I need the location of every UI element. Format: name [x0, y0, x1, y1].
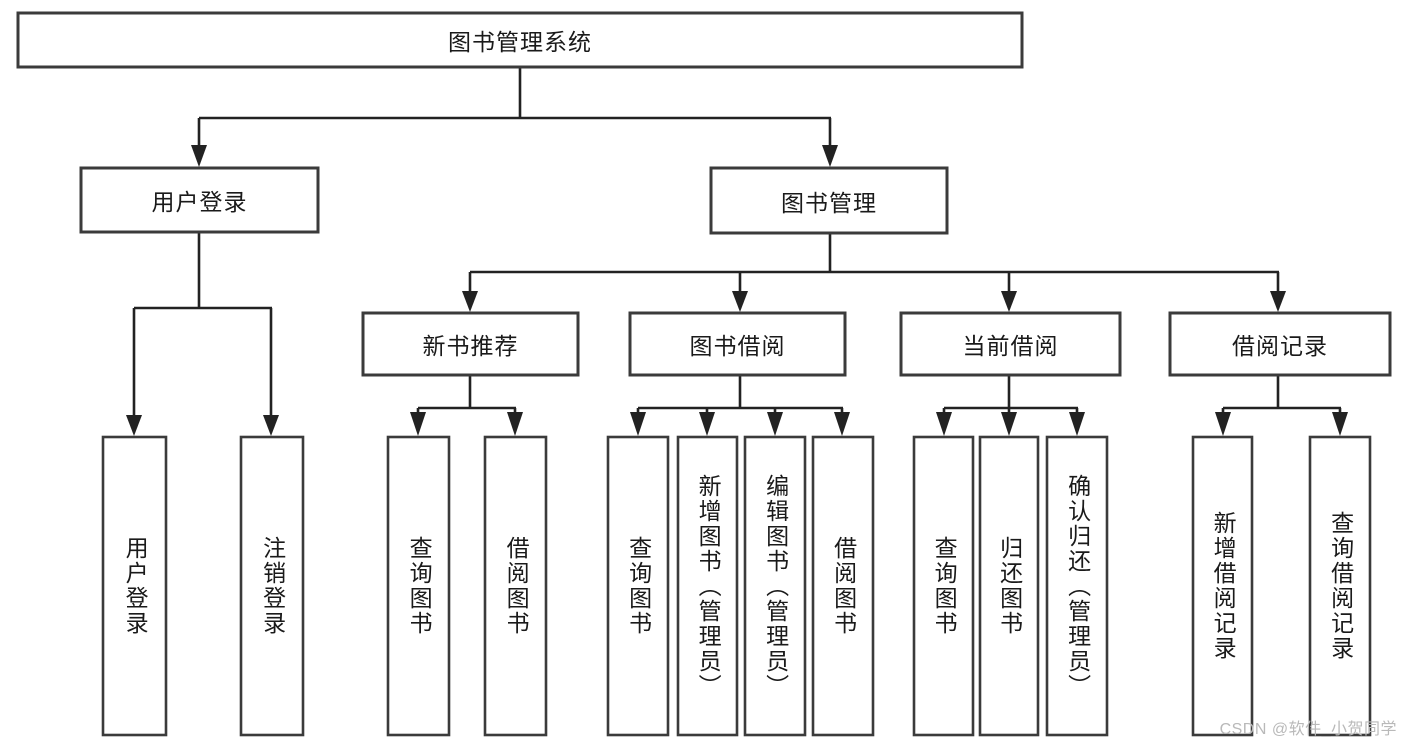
arrowhead-ul-leaf-2 [263, 415, 279, 436]
leaf-box-user-login-1[interactable] [239, 435, 305, 737]
leaf-box-book-borrow-3[interactable] [811, 435, 875, 737]
leaf-box-book-borrow-1[interactable] [676, 435, 739, 737]
connector-group-root [191, 67, 838, 167]
arrowhead-nb-leaf-1 [410, 412, 426, 436]
leaf-box-new-book-0[interactable] [386, 435, 451, 737]
arrowhead-user-login [191, 145, 207, 167]
connector-group-current-borrow [936, 375, 1085, 436]
leaf-box-book-borrow-0[interactable] [606, 435, 670, 737]
arrowhead-cb-leaf-3 [1069, 412, 1085, 436]
connector-group-book-manage [462, 233, 1286, 312]
leaf-box-current-borrow-2[interactable] [1045, 435, 1109, 737]
arrowhead-borrow-record [1270, 291, 1286, 312]
arrowhead-br-leaf-2 [1332, 412, 1348, 436]
arrowhead-bb-leaf-4 [834, 412, 850, 436]
arrowhead-cb-leaf-2 [1001, 412, 1017, 436]
connector-group-book-borrow [630, 375, 850, 436]
leaf-box-book-borrow-2[interactable] [743, 435, 807, 737]
arrowhead-bb-leaf-1 [630, 412, 646, 436]
connector-group-user-login [126, 232, 279, 436]
node-book-manage[interactable] [709, 166, 949, 235]
leaf-box-borrow-record-1[interactable] [1308, 435, 1372, 737]
watermark-text: CSDN @软件_小贺同学 [1219, 721, 1397, 738]
connector-group-new-book [410, 375, 523, 436]
connector-group-borrow-record [1215, 375, 1348, 436]
node-book-borrow[interactable] [628, 311, 847, 377]
node-user-login[interactable] [79, 166, 320, 234]
arrowhead-bb-leaf-3 [767, 412, 783, 436]
arrowhead-book-borrow [732, 291, 748, 312]
node-new-book-recommend[interactable] [361, 311, 580, 377]
arrowhead-br-leaf-1 [1215, 412, 1231, 436]
leaf-box-user-login-0[interactable] [101, 435, 168, 737]
leaf-box-current-borrow-1[interactable] [978, 435, 1040, 737]
node-root[interactable] [16, 11, 1024, 69]
arrowhead-book-manage [822, 145, 838, 167]
node-current-borrow[interactable] [899, 311, 1122, 377]
arrowhead-new-book [462, 291, 478, 312]
arrowhead-cb-leaf-1 [936, 412, 952, 436]
leaf-box-borrow-record-0[interactable] [1191, 435, 1254, 737]
arrowhead-current-borrow [1001, 291, 1017, 312]
node-borrow-record[interactable] [1168, 311, 1392, 377]
arrowhead-nb-leaf-2 [507, 412, 523, 436]
arrowhead-bb-leaf-2 [699, 412, 715, 436]
leaf-box-current-borrow-0[interactable] [912, 435, 975, 737]
arrowhead-ul-leaf-1 [126, 415, 142, 436]
leaf-box-new-book-1[interactable] [483, 435, 548, 737]
